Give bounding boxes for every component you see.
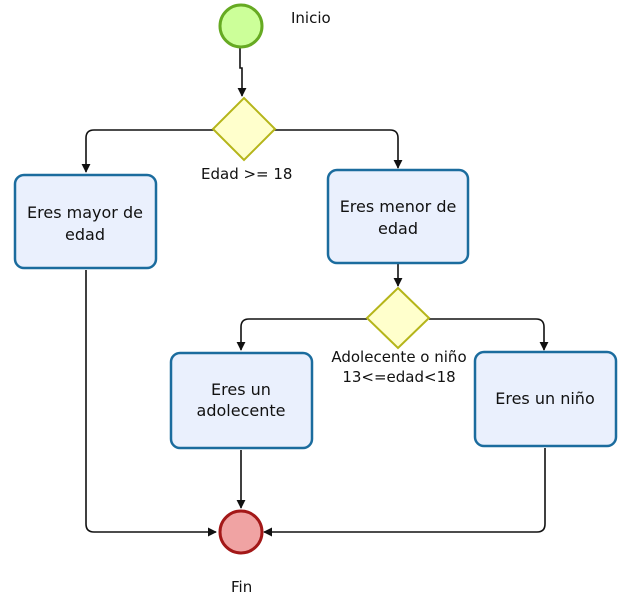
edge-gateway2-to-child <box>429 318 549 351</box>
end-event[interactable] <box>218 509 264 555</box>
task-minor-line2: edad <box>378 219 418 238</box>
minor-check-gateway-label-line1: Adolecente o niño <box>331 348 466 366</box>
task-teen[interactable] <box>169 351 314 450</box>
task-child-line1: Eres un niño <box>495 389 594 408</box>
age-check-gateway-label: Edad >= 18 <box>201 165 292 183</box>
end-event-label: Fin <box>231 578 252 596</box>
minor-check-gateway-label-line2: 13<=edad<18 <box>342 368 455 386</box>
edge-start-to-gateway <box>237 48 247 97</box>
task-minor[interactable] <box>326 168 470 265</box>
edge-adult-to-end <box>85 270 217 537</box>
task-teen-line1: Eres un <box>211 380 271 399</box>
start-event-label: Inicio <box>291 9 331 27</box>
start-event[interactable] <box>218 3 264 49</box>
age-check-gateway[interactable] <box>211 96 277 162</box>
edge-gateway-to-adult <box>81 129 214 173</box>
task-adult-line2: edad <box>65 225 105 244</box>
edge-gateway2-to-teen <box>236 318 367 351</box>
task-minor-line1: Eres menor de <box>340 197 457 216</box>
task-adult-line1: Eres mayor de <box>27 203 143 222</box>
task-adult[interactable] <box>13 173 158 270</box>
task-child[interactable] <box>473 350 618 448</box>
minor-check-gateway[interactable] <box>365 286 431 350</box>
task-teen-line2: adolecente <box>197 401 286 420</box>
edge-gateway-to-minor <box>274 129 403 169</box>
edge-child-to-end <box>263 448 546 537</box>
